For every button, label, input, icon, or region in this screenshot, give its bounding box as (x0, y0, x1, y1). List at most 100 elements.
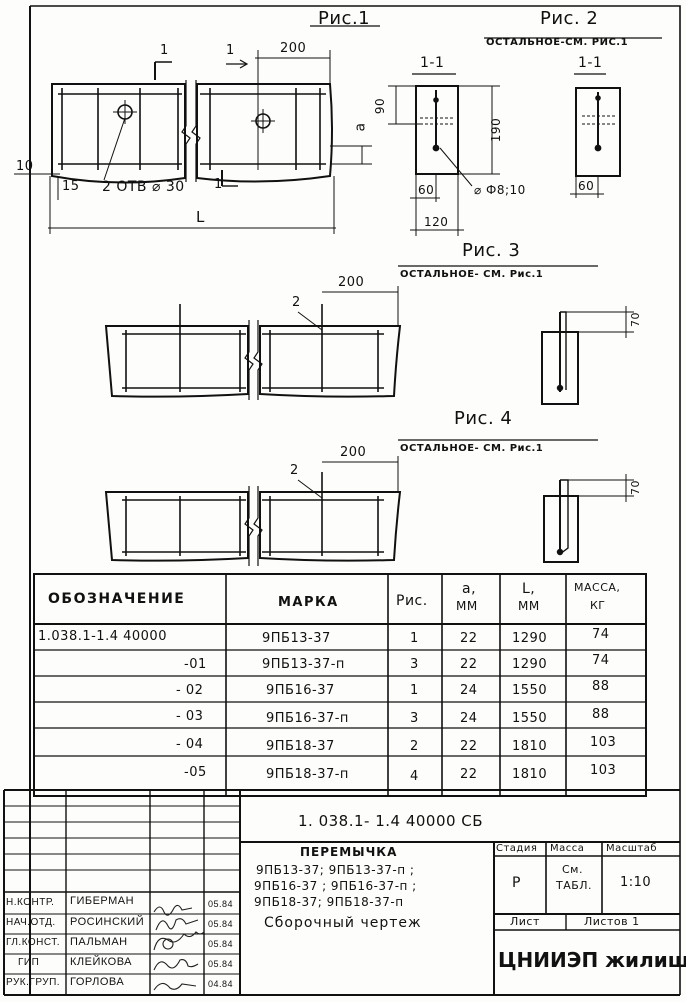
table-row-3-designation: - 02 (176, 683, 204, 698)
fig4-title: Рис. 4 (454, 408, 513, 429)
fig1-length-label: L (196, 208, 205, 226)
fig3-dim-200: 200 (338, 275, 365, 290)
fig4-dim-70: 70 (629, 480, 642, 495)
table-row-5-mass: 103 (590, 735, 617, 750)
marks-line-2: 9ПБ16-37 ; 9ПБ16-37-п ; (254, 879, 417, 893)
mass-value-line-2: ТАБЛ. (556, 879, 593, 892)
organization: ЦНИИЭП жилища (498, 948, 686, 972)
signer-5-name: ГОРЛОВА (70, 976, 125, 988)
table-row-6-mass: 103 (590, 763, 617, 778)
mass-value-line-1: См. (562, 863, 583, 876)
dim-190: 190 (489, 117, 504, 143)
signer-2-role: НАЧ.ОТД. (6, 917, 56, 928)
table-row-1-mark: 9ПБ13-37 (262, 631, 331, 646)
sheet-label: Лист (510, 915, 540, 928)
fig1-section-mark-top: 1 (160, 43, 169, 58)
rebar-label: ⌀ Ф8;10 (474, 183, 526, 197)
table-row-2-a: 22 (460, 657, 478, 672)
table-row-2-l: 1290 (512, 657, 548, 672)
dim-60-left: 60 (418, 183, 435, 197)
doc-code: 1. 038.1- 1.4 40000 СБ (298, 812, 484, 830)
table-row-3-l: 1550 (512, 683, 548, 698)
table-row-4-fig: 3 (410, 711, 419, 726)
signature-giberman (153, 904, 193, 916)
dim-90: 90 (373, 97, 388, 115)
signer-1-role: Н.КОНТР. (6, 897, 55, 908)
table-row-1-fig: 1 (410, 631, 419, 646)
fig3-dim-70: 70 (629, 312, 642, 327)
signer-5-role: РУК.ГРУП. (6, 977, 61, 988)
table-row-3-a: 24 (460, 683, 478, 698)
table-row-6-l: 1810 (512, 767, 548, 782)
table-row-6-a: 22 (460, 767, 478, 782)
table-row-1-a: 22 (460, 631, 478, 646)
table-header-a-unit: ММ (456, 599, 478, 613)
fig1-dim-15: 15 (62, 179, 80, 194)
table-row-4-mark: 9ПБ16-37-п (266, 711, 349, 726)
signature-palman (153, 931, 205, 951)
table-row-3-mass: 88 (592, 679, 610, 694)
signer-3-role: ГЛ.КОНСТ. (6, 937, 61, 948)
table-row-5-mark: 9ПБ18-37 (266, 739, 335, 754)
sheets-label: Листов 1 (584, 915, 640, 928)
fig3-pos-2: 2 (292, 295, 301, 310)
signer-1-date: 05.84 (208, 899, 234, 909)
stage-header: Стадия (496, 843, 538, 854)
table-row-6-mark: 9ПБ18-37-п (266, 767, 349, 782)
signature-gorlova (153, 982, 197, 991)
dim-120: 120 (424, 215, 449, 229)
table-row-4-designation: - 03 (176, 709, 204, 724)
table-header-mark: МАРКА (278, 595, 339, 610)
table-header-l: L, (522, 581, 536, 597)
table-header-mass-unit: КГ (590, 599, 606, 612)
fig1-dim-10: 10 (16, 159, 34, 174)
table-row-1-designation: 1.038.1-1.4 40000 (38, 629, 167, 644)
signer-3-date: 05.84 (208, 939, 234, 949)
table-row-5-fig: 2 (410, 739, 419, 754)
table-header-a: a, (462, 581, 477, 597)
product-name: ПЕРЕМЫЧКА (300, 845, 398, 859)
fig4-pos-2: 2 (290, 463, 299, 478)
table-row-2-fig: 3 (410, 657, 419, 672)
dim-60-right: 60 (578, 179, 595, 193)
fig1-section-mark-right: 1 (226, 43, 235, 58)
table-row-5-a: 22 (460, 739, 478, 754)
table-row-3-mark: 9ПБ16-37 (266, 683, 335, 698)
signer-1-name: ГИБЕРМАН (70, 895, 135, 907)
fig4-note: ОСТАЛЬНОЕ- СМ. Рис.1 (400, 443, 544, 454)
fig4-dim-200: 200 (340, 445, 367, 460)
table-row-4-a: 24 (460, 711, 478, 726)
table-header-mass: МАССА, (574, 581, 621, 594)
marks-line-1: 9ПБ13-37; 9ПБ13-37-п ; (256, 863, 415, 877)
stage-value: Р (512, 875, 521, 891)
marks-line-3: 9ПБ18-37; 9ПБ18-37-п (254, 895, 404, 909)
table-header-l-unit: ММ (518, 599, 540, 613)
fig1-title: Рис.1 (318, 8, 371, 29)
fig1-dim-a: a (352, 122, 369, 132)
signer-2-name: РОСИНСКИЙ (70, 916, 145, 928)
signer-4-role: ГИП (18, 957, 40, 968)
section-1-1-right-label: 1-1 (578, 55, 603, 71)
table-row-6-designation: -05 (184, 765, 207, 780)
table-row-4-l: 1550 (512, 711, 548, 726)
table-header-fig: Рис. (396, 593, 428, 609)
table-row-1-mass: 74 (592, 627, 610, 642)
mass-header: Масса (550, 843, 585, 854)
signature-kleykova (153, 959, 199, 971)
fig1-section-mark-bottom: 1 (214, 177, 223, 192)
fig2-note: ОСТАЛЬНОЕ-СМ. РИС.1 (486, 37, 629, 48)
signer-4-date: 05.84 (208, 959, 234, 969)
doc-type: Сборочный чертеж (264, 915, 422, 931)
table-row-5-designation: - 04 (176, 737, 204, 752)
table-row-2-designation: -01 (184, 657, 207, 672)
signer-3-name: ПАЛЬМАН (70, 936, 128, 948)
fig1-dim-200: 200 (280, 41, 307, 56)
table-row-2-mass: 74 (592, 653, 610, 668)
table-row-2-mark: 9ПБ13-37-п (262, 657, 345, 672)
table-row-4-mass: 88 (592, 707, 610, 722)
fig3-note: ОСТАЛЬНОЕ- СМ. Рис.1 (400, 269, 544, 280)
signer-4-name: КЛЕЙКОВА (70, 956, 133, 968)
fig2-title: Рис. 2 (540, 8, 599, 29)
table-row-1-l: 1290 (512, 631, 548, 646)
